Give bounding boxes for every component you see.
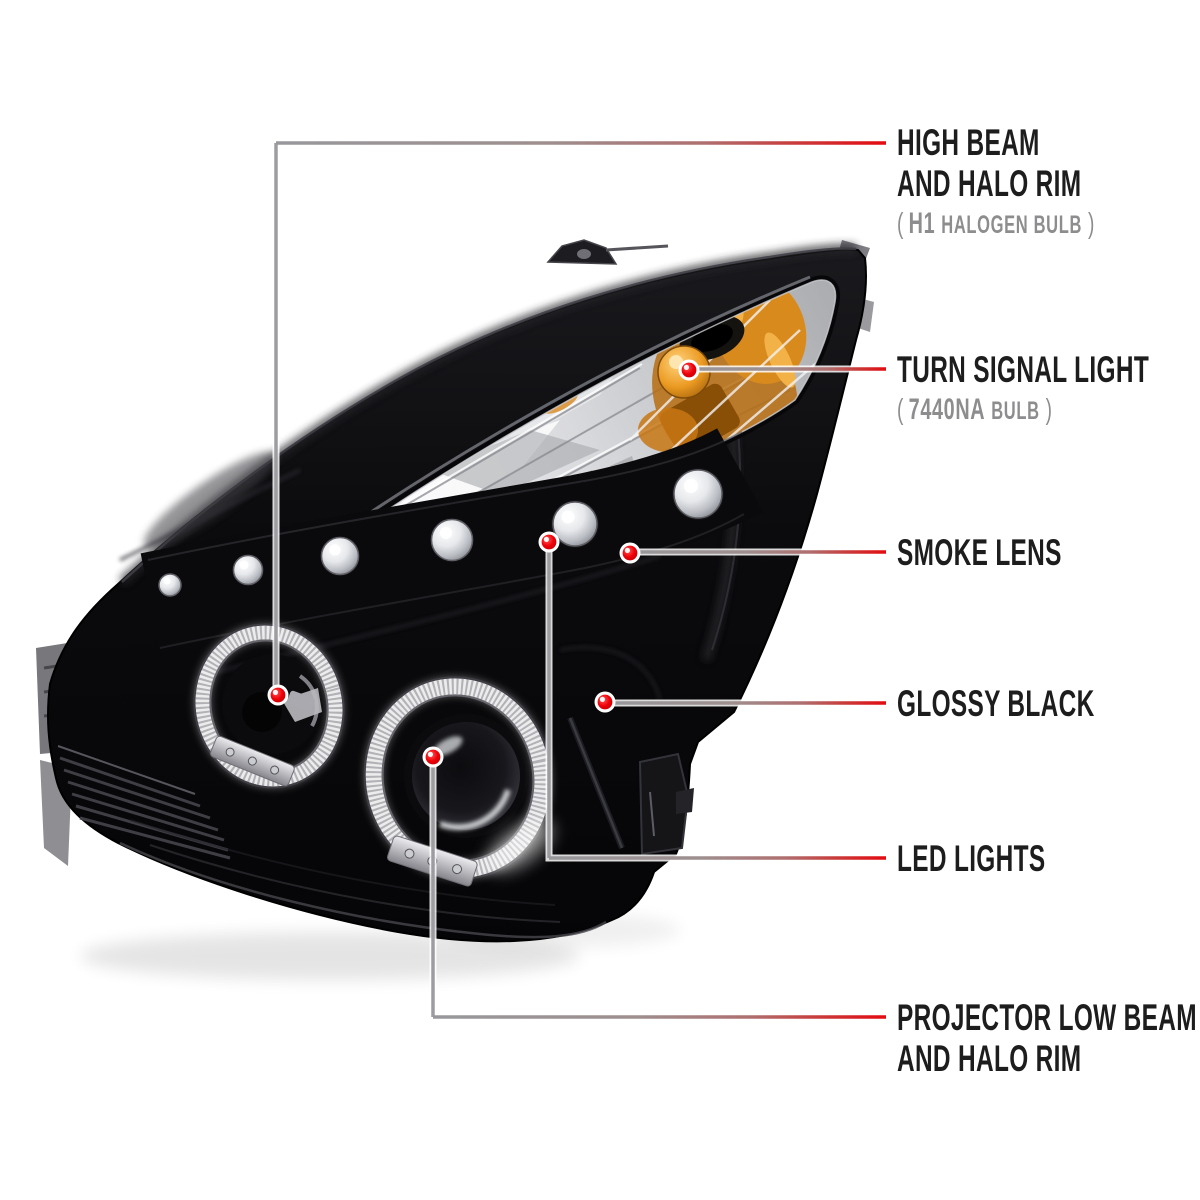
callout-dot-high-beam — [267, 684, 289, 706]
callout-lines — [272, 139, 886, 1021]
callout-line-projector-low-beam — [429, 757, 886, 1021]
projector-lens — [412, 722, 520, 830]
high-beam-ring-clamp — [210, 735, 295, 787]
callout-dots — [267, 359, 700, 768]
callout-dot-projector-low-beam — [422, 746, 444, 768]
high-beam-halo-ring — [193, 623, 345, 789]
callout-line-led-lights — [545, 542, 886, 862]
callout-dot-turn-signal — [678, 359, 700, 381]
led-light — [158, 468, 724, 597]
callout-dot-glossy-black — [594, 691, 616, 713]
callout-line-high-beam — [272, 139, 886, 690]
callout-dot-led-lights — [538, 531, 560, 553]
callout-dot-smoke-lens — [619, 542, 641, 564]
led-strip — [140, 428, 763, 649]
